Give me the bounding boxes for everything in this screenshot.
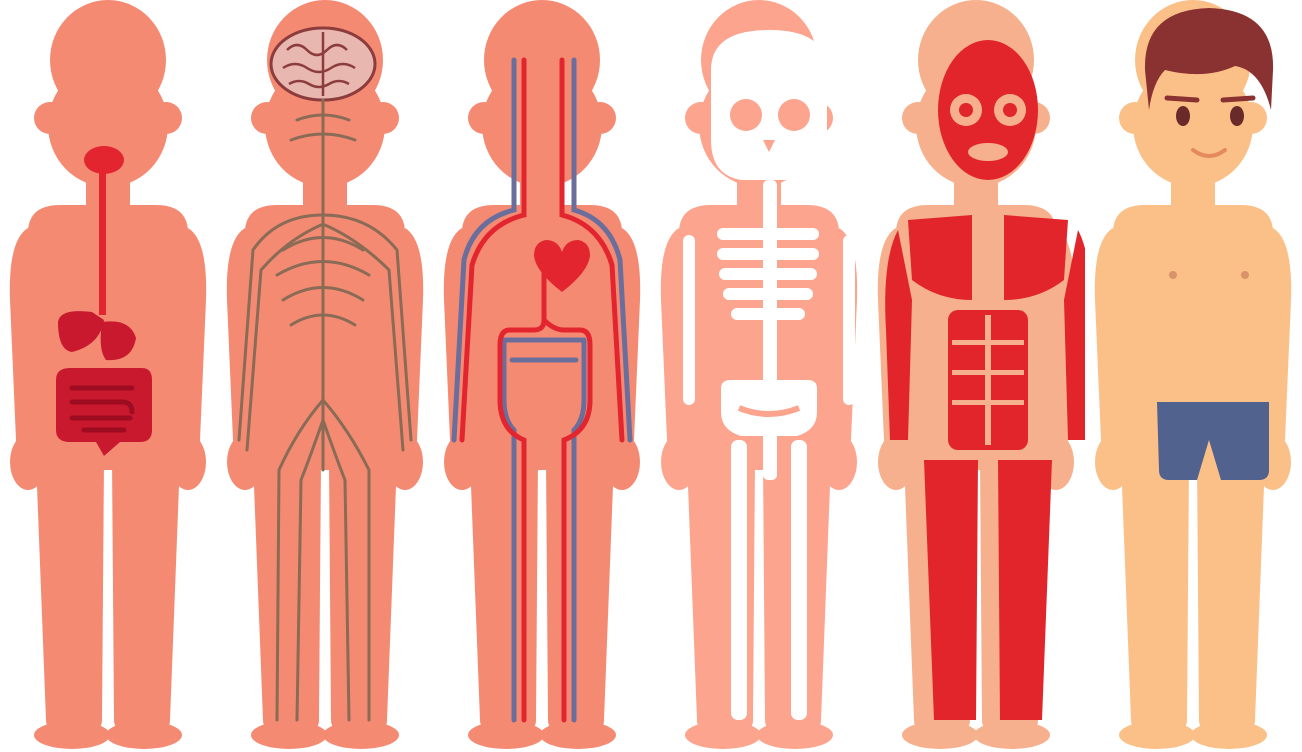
right-eye-icon — [1230, 106, 1244, 126]
circulatory-system-figure — [434, 0, 651, 752]
left-eye-icon — [1176, 106, 1190, 126]
external-body-figure — [1085, 0, 1302, 752]
body-silhouette — [444, 0, 640, 749]
nipple-icon — [1241, 271, 1249, 279]
limb-bones-icon — [791, 440, 807, 720]
skull-icon — [711, 30, 827, 180]
body-silhouette — [227, 0, 423, 749]
digestive-system-figure — [0, 0, 217, 752]
body-silhouette — [1095, 0, 1291, 749]
ribcage-icon — [731, 308, 805, 320]
muscular-system-figure — [868, 0, 1085, 752]
nervous-system-figure — [217, 0, 434, 752]
nipple-icon — [1169, 271, 1177, 279]
skeletal-system-figure — [651, 0, 868, 752]
esophagus-icon — [99, 170, 106, 315]
mouth-icon — [84, 146, 124, 174]
pelvis-icon — [721, 380, 817, 436]
limb-muscles-icon — [998, 460, 1052, 720]
